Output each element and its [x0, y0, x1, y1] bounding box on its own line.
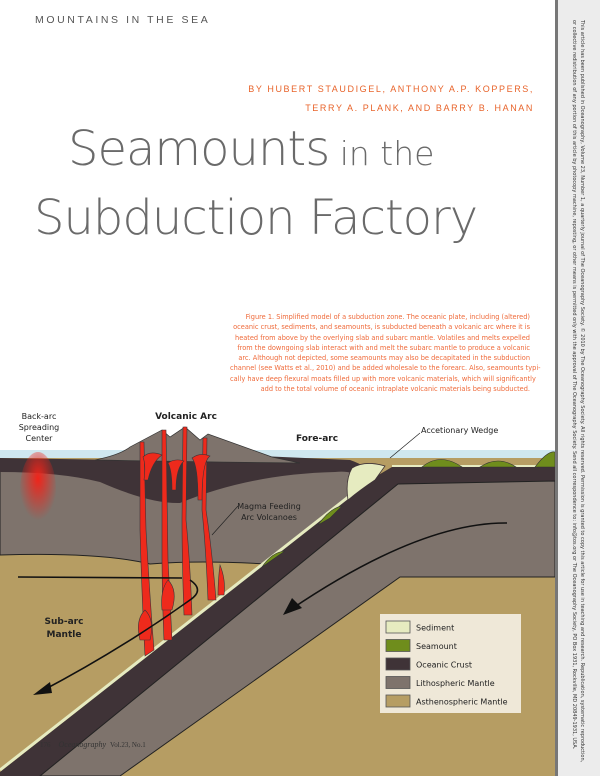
seamount — [261, 550, 287, 568]
label-subarc: Mantle — [47, 630, 82, 640]
sediment-layer — [0, 474, 376, 772]
slab-lithosphere — [39, 480, 555, 776]
label-backarc: Back-arc — [22, 412, 57, 421]
title-line: Subduction Factory — [34, 190, 478, 246]
title-word: Seamounts — [68, 121, 330, 177]
leader-line — [389, 432, 421, 459]
author-line: TERRY A. PLANK, AND BARRY B. HANAN — [305, 103, 534, 113]
section-kicker: MOUNTAINS IN THE SEA — [35, 14, 211, 26]
flow-arrows — [17, 522, 508, 693]
caption-line: cally have deep flexural moats filled up… — [230, 374, 536, 383]
backarc-glow — [20, 452, 56, 528]
caption-line: heated from above by the overlying slab … — [235, 333, 530, 342]
label-volcanic-arc: Volcanic Arc — [155, 412, 217, 422]
seamount — [534, 451, 555, 468]
label-fore-arc: Fore-arc — [296, 434, 338, 444]
author-list: BY HUBERT STAUDIGEL, ANTHONY A.P. KOPPER… — [248, 80, 534, 118]
arc-volcano — [94, 426, 301, 464]
label-wedge: Accetionary Wedge — [421, 426, 498, 435]
subduction-diagram: Back-arc Spreading Center Volcanic Arc F… — [0, 412, 555, 776]
issue: Vol.23, No.1 — [110, 741, 146, 749]
article-title: Seamounts in the Subduction Factory — [34, 120, 478, 247]
side-strip — [555, 0, 600, 776]
arrowhead — [33, 682, 52, 695]
title-word: in the — [329, 134, 435, 173]
caption-line: arc. Although not depicted, some seamoun… — [238, 354, 530, 363]
seamount — [317, 505, 343, 526]
legend-swatch — [385, 657, 411, 671]
caption-line: oceanic crust, sediments, and seamounts,… — [233, 323, 530, 332]
caption-line: channel (see Watts et al., 2010) and be … — [230, 364, 541, 373]
legend-label: Seamount — [416, 642, 457, 651]
legend-swatch — [385, 676, 411, 689]
legend-label: Lithospheric Mantle — [416, 679, 495, 688]
slab-crust — [0, 467, 555, 776]
label-backarc: Center — [26, 434, 54, 443]
legend-swatch — [385, 639, 411, 652]
mantle-arrow — [39, 579, 199, 693]
seamount — [421, 459, 463, 468]
leader-line — [211, 505, 239, 536]
seamount — [479, 460, 517, 468]
magma-conduits — [138, 426, 225, 657]
copyright-notice: This article has been published in Ocean… — [571, 20, 585, 763]
label-backarc: Spreading — [19, 423, 60, 432]
caption-line: from the downgoing slab interact with an… — [237, 343, 530, 352]
figure-caption: Figure 1. Simplified model of a subducti… — [230, 312, 541, 394]
overriding-crust — [0, 456, 375, 504]
label-magma: Magma Feeding — [237, 502, 301, 511]
journal-name: Oceanography — [58, 740, 107, 749]
legend-swatch — [385, 620, 411, 634]
overriding-lithosphere — [0, 459, 376, 565]
caption-line: Figure 1. Simplified model of a subducti… — [245, 313, 530, 321]
slab-arrow — [289, 522, 508, 611]
legend-label: Oceanic Crust — [416, 661, 472, 670]
page-number: 176 — [40, 741, 51, 749]
label-magma: Arc Volcanoes — [241, 513, 297, 522]
legend-label: Sediment — [416, 624, 454, 633]
legend-label: Asthenospheric Mantle — [416, 698, 508, 707]
label-subarc: Sub-arc — [45, 617, 84, 627]
caption-line: add to the total volume of oceanic intra… — [260, 385, 530, 394]
legend-swatch — [385, 694, 411, 708]
accretionary-wedge — [346, 463, 386, 501]
author-line: BY HUBERT STAUDIGEL, ANTHONY A.P. KOPPER… — [248, 84, 534, 94]
arrowhead — [283, 598, 302, 615]
sea — [0, 450, 555, 460]
